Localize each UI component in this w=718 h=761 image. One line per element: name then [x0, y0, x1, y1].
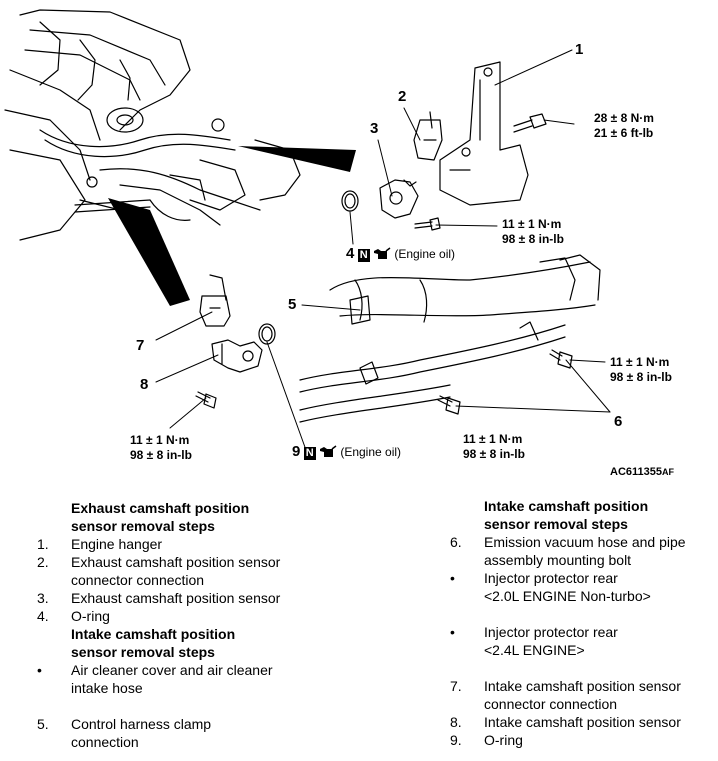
list-item: 8. Intake camshaft position sensor [450, 714, 681, 730]
intake-hose-drawing [329, 254, 601, 325]
callout-6: 6 [614, 413, 623, 430]
list-item: 2. Exhaust camshaft position sensor conn… [37, 554, 281, 588]
connector-item2-drawing [413, 111, 443, 161]
engine-block-drawing [4, 9, 301, 241]
bolt-item1-drawing [513, 113, 547, 133]
figure-id: AC611355AF [610, 466, 674, 478]
list-item: 3. Exhaust camshaft position sensor [37, 590, 281, 606]
intake-heading-right: Intake camshaft position sensor removal … [484, 498, 649, 532]
sensor-item8-drawing [211, 339, 263, 373]
intake-heading-left: Intake camshaft position sensor removal … [71, 626, 236, 660]
list-item: • Injector protector rear <2.0L ENGINE N… [450, 570, 651, 604]
callout-9: 9 [292, 443, 301, 461]
callout-2: 2 [398, 88, 407, 105]
left-steps-column: Exhaust camshaft position sensor removal… [37, 499, 337, 751]
exploded-diagram [4, 9, 611, 451]
torque-spec-item6-bottom: 11 ± 1 N·m 98 ± 8 in-lb [463, 432, 525, 461]
leader-wedge-lower [108, 198, 190, 306]
engine-oil-label: (Engine oil) [394, 247, 456, 262]
exhaust-heading: Exhaust camshaft position sensor removal… [71, 500, 250, 534]
callout-3: 3 [370, 120, 379, 137]
callout-1: 1 [575, 41, 584, 58]
leader-wedge-upper [238, 146, 356, 172]
bolt-item6-drawing [437, 349, 573, 415]
item4-oil-note: 4 N (Engine oil) [346, 246, 455, 264]
torque-spec-item8: 11 ± 1 N·m 98 ± 8 in-lb [130, 433, 192, 462]
callout-8: 8 [140, 376, 149, 393]
list-item: 7. Intake camshaft position sensor conne… [450, 678, 681, 712]
n-symbol: N [303, 446, 316, 460]
list-item: • Air cleaner cover and air cleaner inta… [37, 662, 273, 696]
callout-4: 4 [346, 245, 355, 263]
callout-5: 5 [288, 296, 297, 313]
oil-can-icon [319, 444, 337, 462]
list-item: • Injector protector rear <2.4L ENGINE> [450, 624, 618, 658]
torque-spec-item1: 28 ± 8 N·m 21 ± 6 ft-lb [594, 111, 654, 140]
torque-spec-item6-right: 11 ± 1 N·m 98 ± 8 in-lb [610, 355, 672, 384]
torque-spec-item3: 11 ± 1 N·m 98 ± 8 in-lb [502, 217, 564, 246]
right-steps-column: Intake camshaft position sensor removal … [450, 497, 715, 749]
connector-item7-drawing [199, 274, 231, 327]
engine-hanger-drawing [439, 61, 529, 206]
callout-7: 7 [136, 337, 145, 354]
oil-can-icon [373, 246, 391, 264]
o-ring-item9-drawing [258, 323, 276, 345]
list-item: 9. O-ring [450, 732, 523, 748]
list-item: 5. Control harness clamp connection [37, 716, 212, 750]
item9-oil-note: 9 N (Engine oil) [292, 444, 401, 462]
list-item: 1. Engine hanger [37, 536, 163, 552]
sensor-item3-drawing [379, 179, 419, 219]
list-item: 4. O-ring [37, 608, 110, 624]
vacuum-pipe-drawing [299, 321, 566, 423]
o-ring-item4-drawing [341, 190, 359, 212]
n-symbol: N [357, 248, 370, 262]
leader-lines [155, 49, 611, 451]
engine-oil-label: (Engine oil) [340, 445, 402, 460]
list-item: 6. Emission vacuum hose and pipe assembl… [450, 534, 686, 568]
